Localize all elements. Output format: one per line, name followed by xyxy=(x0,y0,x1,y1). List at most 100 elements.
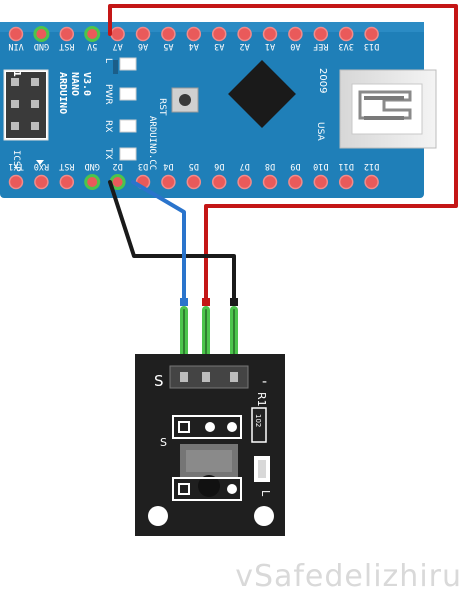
usa-label: USA xyxy=(315,122,325,141)
pin1-arrow-icon xyxy=(36,160,44,165)
pin-rst xyxy=(59,26,75,42)
pin-a4 xyxy=(186,26,202,42)
pin-d7 xyxy=(237,174,252,190)
led-tx xyxy=(119,147,137,161)
pin-a2 xyxy=(237,26,252,42)
pin-rst xyxy=(59,174,75,190)
bottom-pin-label-d9: D9 xyxy=(290,161,300,171)
led-l xyxy=(113,57,137,74)
pin1-label: 1 xyxy=(11,70,22,77)
rst-label: RST xyxy=(157,98,167,116)
led-label-tx: TX xyxy=(103,147,113,160)
bottom-pin-label-d2: D2 xyxy=(112,161,122,171)
receiver-s-label: S xyxy=(160,436,167,449)
pin-d5 xyxy=(186,174,202,190)
arduino-nano-board: ICSP 1 ARDUINO NANO V3.0 L PWR RX TX RST xyxy=(0,22,437,198)
pin-tx1 xyxy=(8,174,24,190)
mounting-hole-left xyxy=(148,506,168,526)
top-pin-label-ref: REF xyxy=(313,41,328,51)
led-label-pwr: PWR xyxy=(103,84,113,105)
pin-d9 xyxy=(288,174,303,190)
board-name-line-3: V3.0 xyxy=(81,72,92,96)
top-pin-label-a5: A5 xyxy=(163,41,173,51)
bottom-pin-label-d3: D3 xyxy=(138,161,148,171)
pin-a5 xyxy=(161,26,176,42)
pin-a0 xyxy=(288,26,303,42)
bottom-pin-label-rst: RST xyxy=(59,161,74,171)
pin-a1 xyxy=(262,26,278,42)
bottom-pin-label-d7: D7 xyxy=(239,161,249,171)
svg-text:102: 102 xyxy=(254,414,262,427)
board-pcb xyxy=(0,22,424,198)
icsp-label: ICSP xyxy=(11,150,21,172)
lower-pads xyxy=(172,477,242,501)
pin-vin xyxy=(8,26,24,42)
pin-d6 xyxy=(211,174,227,190)
year-label: 2009 xyxy=(317,68,328,93)
top-pin-label-a0: A0 xyxy=(290,41,300,51)
pin-gnd xyxy=(84,174,101,190)
bottom-pin-label-d6: D6 xyxy=(214,161,224,171)
pin-a7 xyxy=(110,26,125,42)
bottom-pin-label-d5: D5 xyxy=(189,161,199,171)
bottom-pin-label-d12: D12 xyxy=(364,161,379,171)
ir-receiver-module: S - 102 R1 S xyxy=(135,354,285,536)
top-pin-label-a3: A3 xyxy=(214,41,224,51)
reset-button[interactable] xyxy=(171,87,199,113)
module-led xyxy=(254,456,270,482)
receiver-pads xyxy=(172,415,242,439)
led-l-label: L xyxy=(259,490,272,497)
r1-label: R1 xyxy=(255,392,268,407)
site-label: ARDUINO.CC xyxy=(147,116,157,170)
board-name-line-1: ARDUINO xyxy=(57,72,68,114)
top-pin-label-gnd: GND xyxy=(34,41,49,51)
board-edge-top xyxy=(0,22,424,32)
pin-d11 xyxy=(338,174,354,190)
top-pin-label-5v: 5V xyxy=(87,41,97,51)
top-header-pins: VIN GND RST 5V A7 A6 A5 A4 A3 A2 A1 A0 REF 3V3 D13 xyxy=(8,26,379,51)
pin-d12 xyxy=(364,174,379,190)
bottom-pin-label-d10: D10 xyxy=(313,161,328,171)
module-s-label: S xyxy=(154,372,164,390)
pin-rx0 xyxy=(34,174,49,190)
led-label-rx: RX xyxy=(103,120,113,132)
top-pin-label-a1: A1 xyxy=(265,41,275,51)
bottom-pin-label-d8: D8 xyxy=(265,161,275,171)
bottom-pin-label-rx0: RX0 xyxy=(34,161,49,171)
top-pin-label-rst: RST xyxy=(59,41,74,51)
pin-a3 xyxy=(211,26,227,42)
top-pin-label-d13: D13 xyxy=(364,41,379,51)
pin-a6 xyxy=(135,26,151,42)
top-pin-label-vin: VIN xyxy=(8,41,23,51)
top-pin-label-a4: A4 xyxy=(189,41,199,51)
wire-d2-blue xyxy=(131,180,186,302)
pin-d8 xyxy=(262,174,278,190)
bottom-pin-label-d11: D11 xyxy=(339,161,354,171)
pin-ref xyxy=(313,26,329,42)
usb-connector xyxy=(339,69,437,149)
top-pin-label-3v3: 3V3 xyxy=(339,41,354,51)
led-pwr xyxy=(119,87,137,101)
ir-receiver-sensor xyxy=(180,444,238,497)
bottom-pin-label-d4: D4 xyxy=(163,161,173,171)
wire-gnd-black xyxy=(108,180,236,302)
module-minus-label: - xyxy=(262,374,267,390)
board-name-line-2: NANO xyxy=(69,72,80,96)
pin-5v xyxy=(84,26,101,42)
top-pin-label-a2: A2 xyxy=(239,41,249,51)
top-pin-label-a6: A6 xyxy=(138,41,148,51)
icsp-header xyxy=(3,69,49,141)
wire-5v-red xyxy=(108,4,458,302)
pin-gnd xyxy=(33,26,50,42)
led-rx xyxy=(119,119,137,133)
pin-d10 xyxy=(313,174,329,190)
top-pin-label-a7: A7 xyxy=(112,41,122,51)
pin-3v3 xyxy=(338,26,354,42)
led-label-l: L xyxy=(103,58,113,63)
pin-d4 xyxy=(161,174,176,190)
mounting-hole-right xyxy=(254,506,274,526)
bottom-pin-label-tx1: TX1 xyxy=(8,161,23,171)
watermark: vSafedelizhiru xyxy=(235,559,462,594)
pin-d13 xyxy=(364,26,379,42)
